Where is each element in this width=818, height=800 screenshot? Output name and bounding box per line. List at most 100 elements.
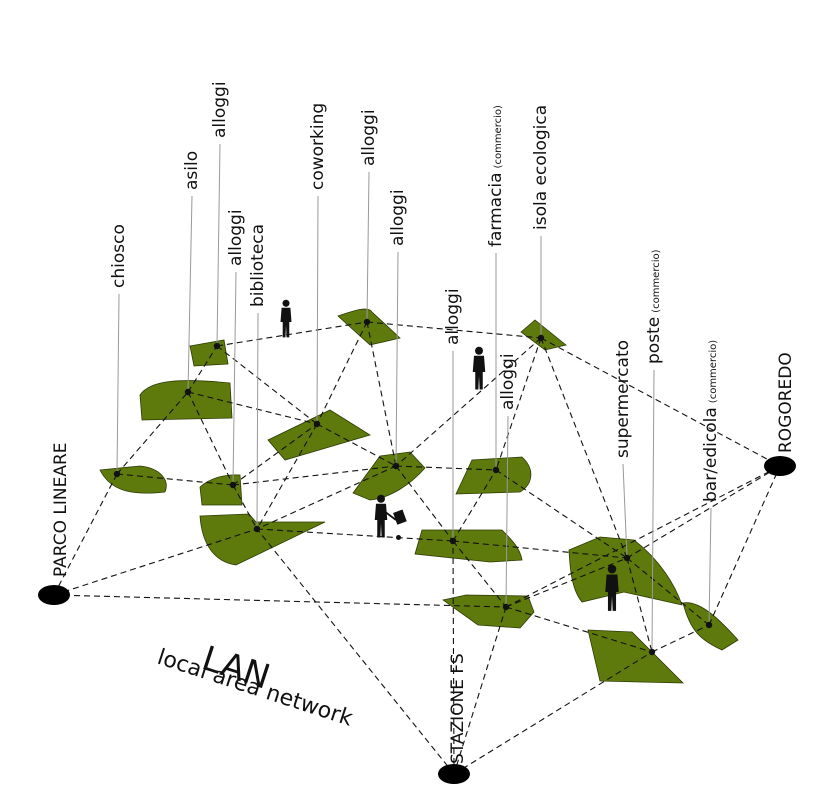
network-node — [363, 318, 371, 326]
network-link — [366, 321, 542, 339]
network-link — [316, 423, 397, 467]
network-link — [53, 528, 258, 596]
leader-line — [651, 369, 655, 653]
network-node — [705, 621, 713, 629]
network-node — [492, 466, 500, 474]
place-label-farmacia: farmacia(commercio) — [486, 105, 506, 247]
area-patch — [455, 456, 532, 495]
place-label-alloggi1: alloggi — [210, 81, 230, 138]
hub-parco — [38, 585, 70, 605]
network-node — [537, 334, 545, 342]
place-label-alloggi6: alloggi — [498, 353, 518, 410]
leader-line — [395, 251, 399, 467]
area-patch — [199, 513, 326, 566]
hub-label-parco: PARCO LINEARE — [51, 442, 71, 577]
network-link — [187, 345, 218, 393]
area-patch — [568, 536, 683, 606]
network-link — [187, 391, 318, 425]
network-link — [187, 391, 234, 486]
network-link — [626, 557, 653, 653]
people-icons — [280, 299, 619, 611]
person-with-trolley-icon — [374, 494, 407, 540]
network-link — [505, 465, 781, 608]
hub-rogoredo — [764, 456, 796, 476]
network-link — [256, 528, 455, 775]
network-node — [184, 388, 192, 396]
place-label-coworking: coworking — [308, 103, 328, 190]
area-patch — [442, 594, 535, 629]
standing-person-icon — [472, 346, 486, 390]
network-link — [708, 465, 781, 626]
walking-person-icon — [605, 564, 619, 611]
place-label-isola: isola ecologica — [531, 105, 551, 230]
place-label-biblioteca: biblioteca — [248, 224, 268, 307]
leader-line — [366, 171, 370, 323]
leader-line — [505, 415, 509, 608]
network-link — [395, 465, 454, 542]
network-link — [232, 423, 318, 486]
network-node — [449, 537, 457, 545]
label-leaders — [116, 143, 712, 653]
area-patch — [337, 308, 401, 346]
area-patch — [139, 380, 233, 421]
place-label-chiosco: chiosco — [109, 224, 129, 288]
leader-line — [622, 463, 628, 559]
place-label-alloggi2: alloggi — [226, 209, 246, 266]
network-link — [505, 557, 628, 608]
network-link — [395, 465, 497, 471]
place-note: (commercio) — [651, 249, 662, 312]
network-node — [253, 525, 261, 533]
place-label-asilo: asilo — [182, 151, 202, 190]
leader-line — [187, 195, 193, 393]
walking-person-icon — [280, 299, 292, 338]
network-link — [452, 540, 455, 775]
place-label-alloggi4: alloggi — [388, 189, 408, 246]
network-node — [502, 603, 510, 611]
place-label-supermercato: supermercato — [613, 340, 633, 458]
network-node — [213, 342, 221, 350]
network-link — [453, 651, 653, 775]
network-link — [626, 557, 710, 626]
hub-label-stazione: STAZIONE FS — [448, 653, 468, 764]
area-patch — [520, 319, 567, 351]
network-link — [232, 484, 258, 530]
network-link — [453, 606, 507, 775]
network-link — [116, 391, 189, 475]
network-link — [505, 606, 653, 653]
network-node — [229, 481, 237, 489]
network-nodes — [113, 318, 713, 656]
place-label-poste: poste(commercio) — [644, 249, 664, 364]
place-note: (commercio) — [493, 105, 504, 168]
network-link — [53, 473, 118, 596]
leader-line — [216, 143, 221, 347]
area-patch — [189, 339, 229, 367]
leader-line — [256, 312, 259, 530]
area-patch — [414, 529, 523, 563]
network-node — [648, 648, 656, 656]
network-node — [392, 462, 400, 470]
network-link — [540, 337, 781, 467]
network-link — [316, 321, 368, 425]
network-link — [452, 540, 628, 559]
network-links — [53, 321, 781, 775]
network-link — [256, 465, 397, 530]
network-link — [216, 345, 318, 425]
network-link — [651, 624, 710, 653]
place-label-bar: bar/edicola(commercio) — [701, 340, 721, 502]
area-patch — [352, 451, 426, 501]
network-node — [113, 470, 121, 478]
place-note: (commercio) — [708, 340, 719, 403]
area-patch — [99, 465, 167, 494]
leader-line — [316, 195, 319, 425]
network-link — [495, 337, 542, 471]
network-link — [53, 594, 507, 608]
network-node — [623, 554, 631, 562]
network-link — [256, 423, 318, 530]
network-link — [395, 337, 542, 467]
network-link — [452, 469, 497, 542]
hub-stazione — [438, 764, 470, 784]
leader-line — [232, 271, 237, 486]
